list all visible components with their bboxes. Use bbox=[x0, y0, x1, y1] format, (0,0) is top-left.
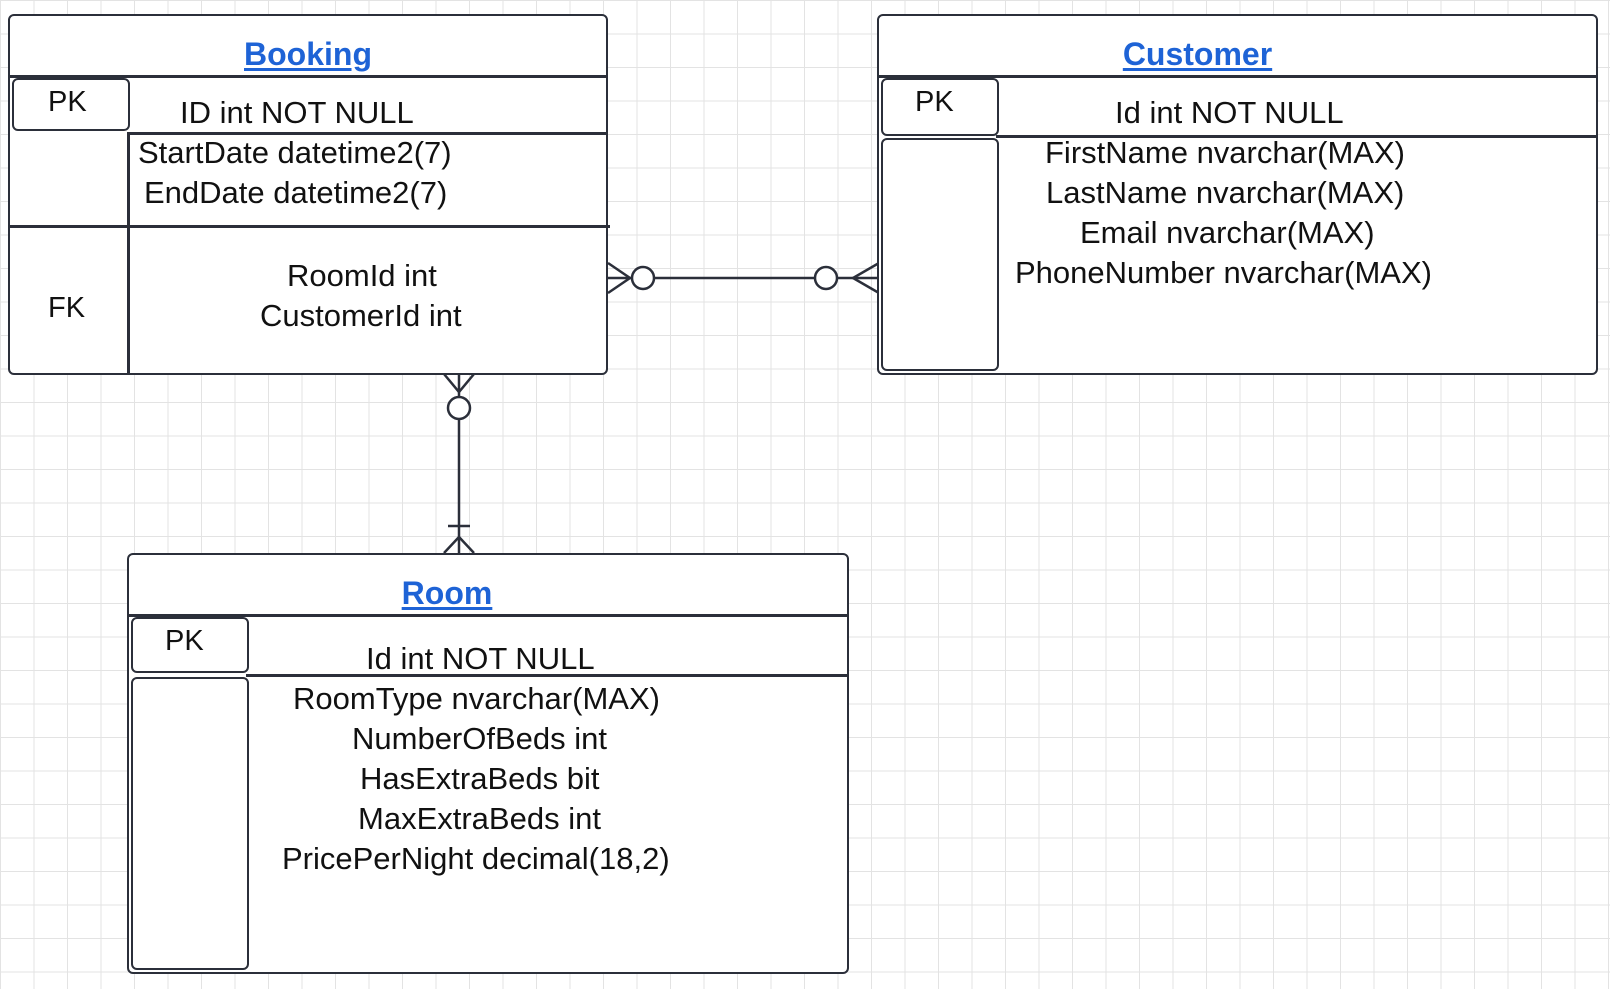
room-entity[interactable]: Room PK Id int NOT NULL RoomType nvarcha… bbox=[127, 553, 849, 974]
customer-field-lastname: LastName nvarchar(MAX) bbox=[1046, 175, 1405, 210]
booking-title[interactable]: Booking bbox=[244, 36, 372, 72]
booking-title-divider bbox=[10, 75, 606, 78]
room-field-roomtype: RoomType nvarchar(MAX) bbox=[293, 681, 660, 716]
booking-field-startdate: StartDate datetime2(7) bbox=[138, 135, 452, 170]
booking-pk-label: PK bbox=[48, 86, 87, 118]
customer-pk-label: PK bbox=[915, 86, 954, 118]
booking-fk-divider bbox=[10, 225, 610, 228]
booking-field-customerid: CustomerId int bbox=[260, 298, 462, 333]
room-pk-box bbox=[131, 617, 249, 673]
room-key-column bbox=[131, 677, 249, 970]
customer-pk-box bbox=[881, 78, 999, 136]
booking-fk-label: FK bbox=[48, 292, 86, 324]
booking-field-roomid: RoomId int bbox=[287, 258, 437, 293]
customer-field-phonenumber: PhoneNumber nvarchar(MAX) bbox=[1015, 255, 1432, 290]
customer-field-email: Email nvarchar(MAX) bbox=[1080, 215, 1375, 250]
room-pk-label: PK bbox=[165, 625, 204, 657]
booking-field-enddate: EndDate datetime2(7) bbox=[144, 175, 448, 210]
customer-key-column bbox=[881, 138, 999, 371]
customer-entity[interactable]: Customer PK Id int NOT NULL FirstName nv… bbox=[877, 14, 1598, 375]
room-pk-field: Id int NOT NULL bbox=[366, 641, 595, 676]
room-field-hasextrabeds: HasExtraBeds bit bbox=[360, 761, 600, 796]
room-pk-divider bbox=[246, 674, 847, 677]
room-field-numberofbeds: NumberOfBeds int bbox=[352, 721, 607, 756]
booking-key-column-divider bbox=[127, 132, 130, 373]
booking-entity[interactable]: Booking PK ID int NOT NULL StartDate dat… bbox=[8, 14, 610, 375]
customer-pk-field: Id int NOT NULL bbox=[1115, 95, 1344, 130]
booking-pk-divider bbox=[127, 132, 606, 135]
booking-pk-field: ID int NOT NULL bbox=[180, 95, 414, 130]
booking-room-relationship bbox=[443, 373, 475, 554]
customer-pk-divider bbox=[996, 135, 1596, 138]
room-field-maxextrabeds: MaxExtraBeds int bbox=[358, 801, 601, 836]
customer-field-firstname: FirstName nvarchar(MAX) bbox=[1045, 135, 1405, 170]
room-title-divider bbox=[129, 614, 847, 617]
room-title[interactable]: Room bbox=[401, 575, 493, 611]
customer-title-divider bbox=[879, 75, 1596, 78]
booking-customer-relationship bbox=[607, 261, 880, 295]
customer-title[interactable]: Customer bbox=[1122, 36, 1273, 72]
room-field-pricepernight: PricePerNight decimal(18,2) bbox=[282, 841, 670, 876]
booking-pk-box bbox=[12, 78, 130, 131]
